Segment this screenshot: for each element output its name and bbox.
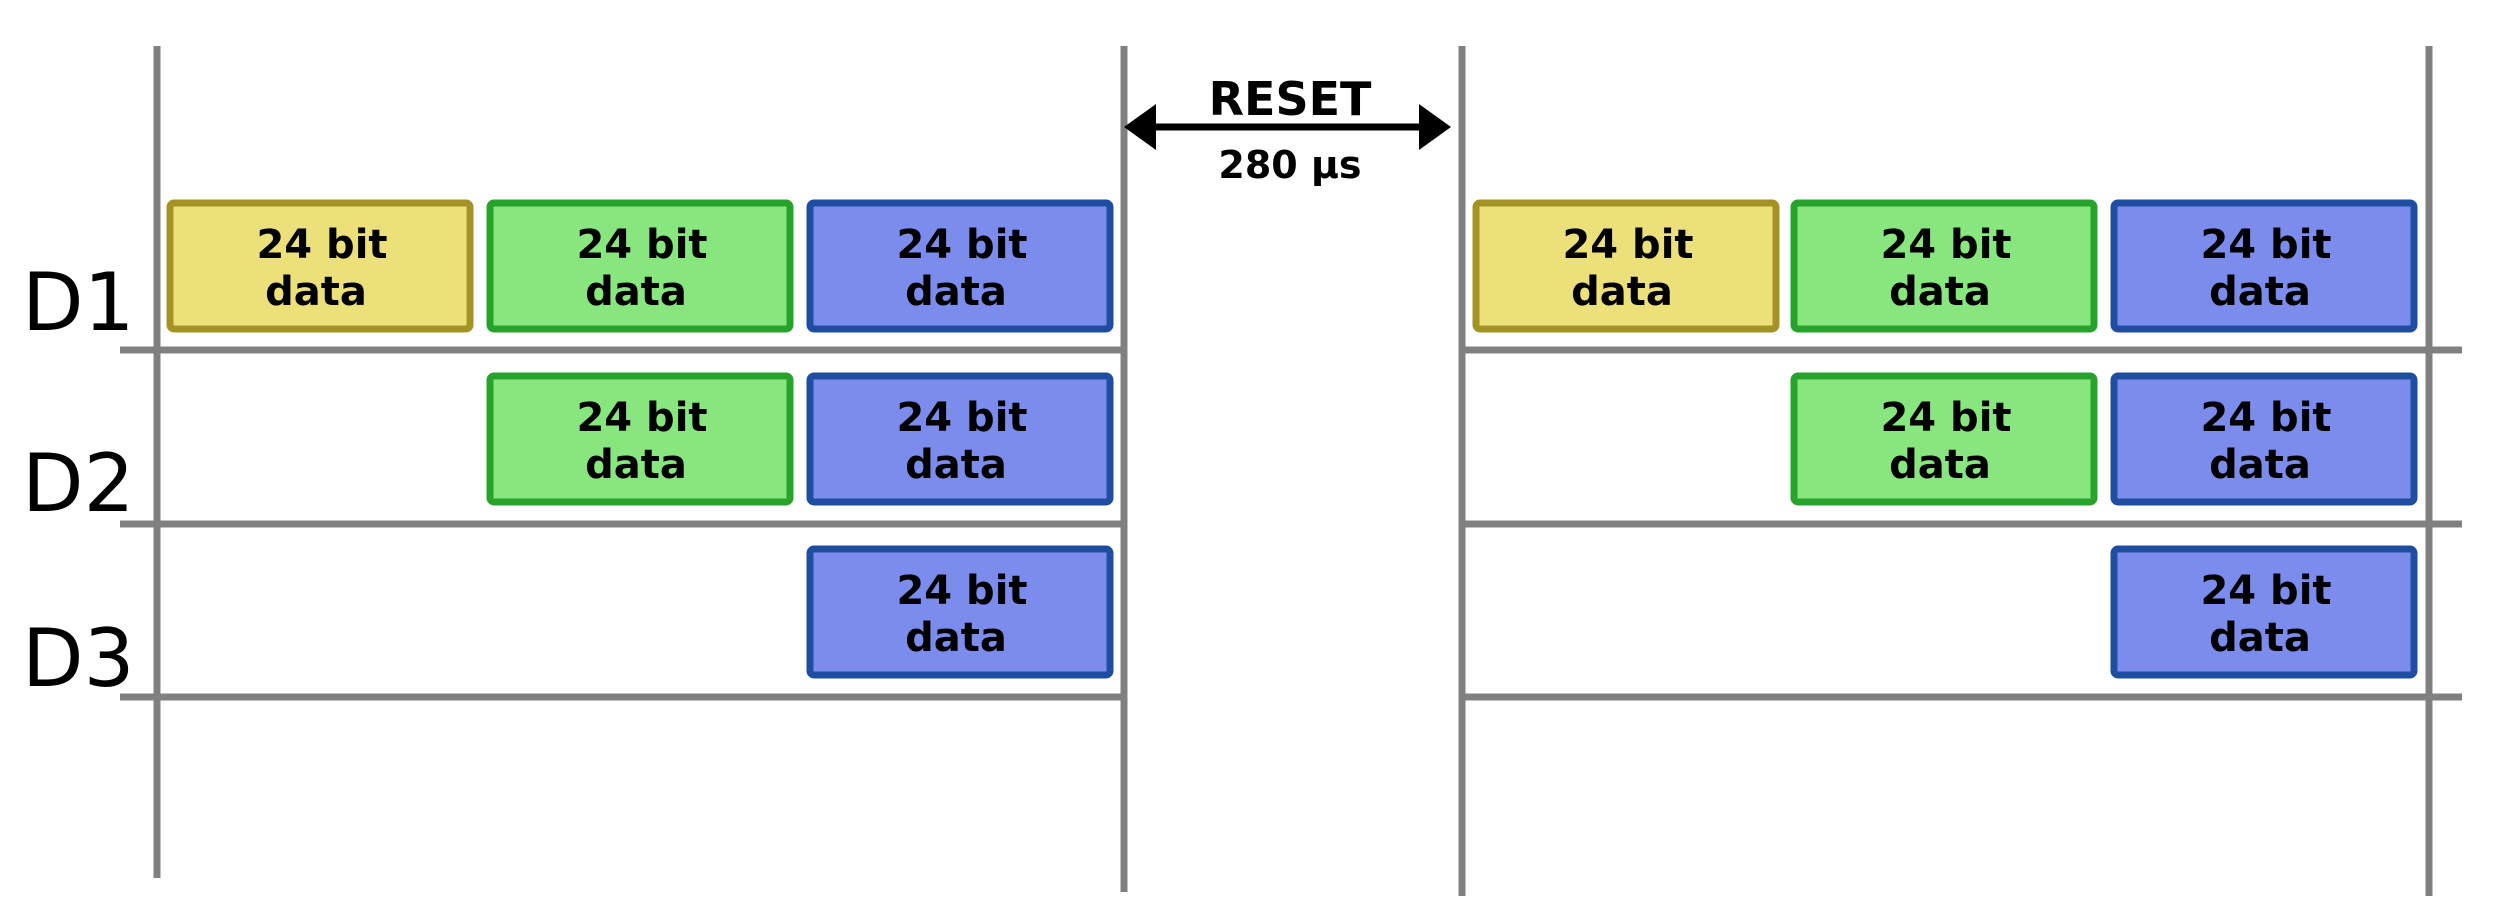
data-box-rect <box>2110 372 2418 506</box>
row-label-d2: D2 <box>22 437 135 530</box>
data-box-line1: 24 bit <box>1880 395 2011 441</box>
data-box-line1: 24 bit <box>896 395 1027 441</box>
data-box-rect <box>2110 199 2418 333</box>
data-box-rect <box>486 372 794 506</box>
data-box-rect <box>806 199 1114 333</box>
data-box-line1: 24 bit <box>576 222 707 268</box>
data-box-line1: 24 bit <box>896 222 1027 268</box>
data-box-rect <box>486 199 794 333</box>
data-box-line2: data <box>1889 269 1991 315</box>
data-box-line2: data <box>585 269 687 315</box>
data-box-line2: data <box>905 269 1007 315</box>
data-box-rect <box>166 199 474 333</box>
data-box-rect <box>1472 199 1780 333</box>
data-box-line1: 24 bit <box>1562 222 1693 268</box>
data-box-rect <box>1790 199 2098 333</box>
data-box-line1: 24 bit <box>2200 568 2331 614</box>
data-box-line1: 24 bit <box>256 222 387 268</box>
data-box-rect <box>1790 372 2098 506</box>
data-box-line1: 24 bit <box>1880 222 2011 268</box>
data-box-rect <box>806 545 1114 679</box>
arrow-right-head <box>1419 104 1451 150</box>
data-box-rect <box>806 372 1114 506</box>
row-label-d1: D1 <box>22 256 135 349</box>
data-box-line1: 24 bit <box>2200 395 2331 441</box>
reset-duration: 280 µs <box>1218 143 1361 187</box>
data-box-line1: 24 bit <box>576 395 707 441</box>
grid-lines <box>120 46 2462 896</box>
data-box-line2: data <box>1889 442 1991 488</box>
data-box-line1: 24 bit <box>2200 222 2331 268</box>
data-box-line1: 24 bit <box>896 568 1027 614</box>
data-box-line2: data <box>2209 269 2311 315</box>
data-box-line2: data <box>1571 269 1673 315</box>
row-label-d3: D3 <box>22 612 135 705</box>
arrow-left-head <box>1124 104 1156 150</box>
reset-arrow <box>1124 104 1451 150</box>
data-box-line2: data <box>585 442 687 488</box>
data-box-line2: data <box>2209 442 2311 488</box>
data-box-line2: data <box>905 442 1007 488</box>
data-box-line2: data <box>905 615 1007 661</box>
data-box-line2: data <box>265 269 367 315</box>
data-box-line2: data <box>2209 615 2311 661</box>
reset-label: RESET <box>1209 72 1372 126</box>
data-box-rect <box>2110 545 2418 679</box>
